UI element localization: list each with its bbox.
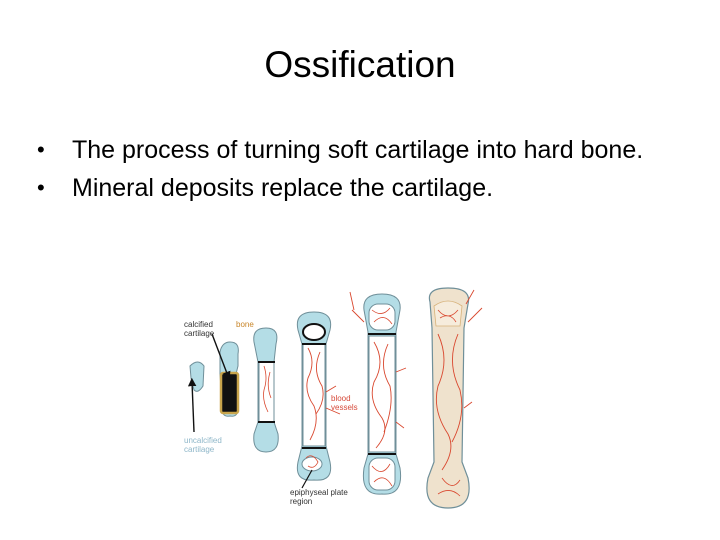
label-blood-vessels: blood vessels	[331, 394, 371, 412]
bullet-text: Mineral deposits replace the cartilage.	[72, 174, 493, 202]
stage-2-calcified-model	[220, 342, 238, 416]
bullet-item: • The process of turning soft cartilage …	[34, 134, 684, 166]
label-epiphyseal-plate-region: epiphyseal plate region	[290, 488, 352, 506]
label-uncalcified-cartilage: uncalcified cartilage	[184, 436, 244, 454]
slide-title: Ossification	[0, 44, 720, 86]
bullet-list: • The process of turning soft cartilage …	[34, 134, 684, 210]
label-calcified-cartilage: calcified cartilage	[184, 320, 244, 338]
stage-3-bone-collar	[254, 328, 279, 452]
bullet-item: • Mineral deposits replace the cartilage…	[34, 172, 684, 204]
bullet-marker: •	[37, 172, 45, 204]
label-bone: bone	[236, 320, 266, 329]
stage-6-mature-bone	[427, 288, 482, 508]
label-pointers	[192, 334, 312, 488]
bullet-text: The process of turning soft cartilage in…	[72, 136, 643, 164]
bullet-marker: •	[37, 134, 45, 166]
ossification-diagram: calcified cartilage bone blood vessels u…	[176, 282, 506, 514]
